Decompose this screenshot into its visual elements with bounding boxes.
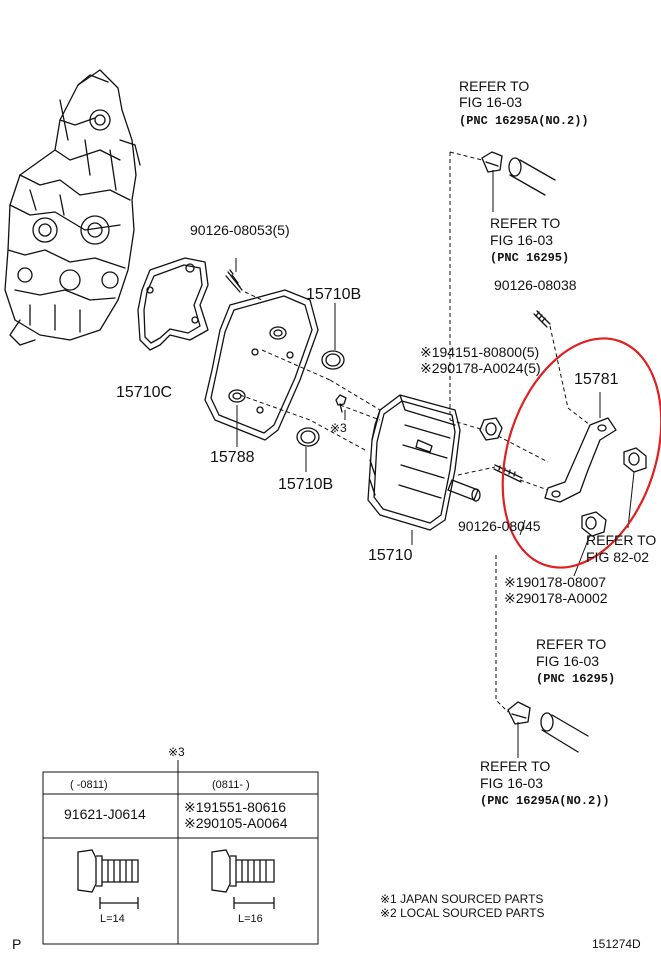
ref-top-line3: (PNC 16295A(NO.2)) [459, 114, 589, 128]
label-mark-3: ※3 [330, 421, 347, 435]
note-local-sourced: ※2 LOCAL SOURCED PARTS [380, 906, 545, 920]
label-nut-90178-a0002: ※290178-A0002 [504, 590, 608, 606]
label-gasket-15710b-top: 15710B [306, 286, 362, 303]
label-gasket-15710b-bottom: 15710B [278, 476, 334, 493]
nut-bracket-upper [623, 447, 647, 473]
highlight-circle [501, 337, 661, 569]
ref-mid-line2: FIG 16-03 [490, 232, 554, 248]
ref-low-line2: FIG 16-03 [536, 653, 600, 669]
table-col1-part: 91621-J0614 [64, 806, 146, 822]
bolt-drawing-l16 [211, 849, 275, 909]
ref-fig82-line1: REFER TO [586, 532, 657, 548]
note-japan-sourced: ※1 JAPAN SOURCED PARTS [380, 892, 544, 906]
label-gasket-15710c: 15710C [116, 384, 173, 401]
gasket-15710c [137, 257, 209, 351]
label-stud-90126-08045: 90126-08045 [458, 518, 541, 534]
table-col2-header: (0811- ) [212, 779, 250, 791]
stud-90126-08045 [493, 464, 523, 483]
engine-block [4, 69, 141, 346]
oil-cooler-15710 [367, 394, 481, 531]
table-col2-part-b: ※290105-A0064 [184, 815, 288, 831]
ref-top-line1: REFER TO [459, 78, 530, 94]
bolt-mark-3 [335, 394, 347, 413]
ref-fig82-line2: FIG 82-02 [586, 549, 650, 565]
bolt-variant-table [42, 760, 319, 945]
table-col2-part-a: ※191551-80616 [184, 799, 287, 815]
ref-mid-line1: REFER TO [490, 215, 561, 231]
ref-mid-line3: (PNC 16295) [490, 251, 570, 265]
o-ring-bottom [296, 427, 320, 447]
table-col1-header: ( -0811) [70, 779, 108, 791]
label-bolt-90126-08053: 90126-08053(5) [190, 222, 290, 238]
ref-bot-line2: FIG 16-03 [480, 775, 544, 791]
table-col2-length: L=16 [238, 913, 263, 925]
ref-top-line2: FIG 16-03 [459, 94, 523, 110]
ref-bot-line1: REFER TO [480, 758, 551, 774]
label-nut-90178-a0024: ※290178-A0024(5) [420, 360, 541, 376]
bolt-drawing-l14 [77, 849, 139, 909]
bracket-15781 [544, 417, 617, 503]
nut-90178-08007 [581, 511, 607, 537]
ref-bot-line3: (PNC 16295A(NO.2)) [480, 794, 610, 808]
bolt-90126-08053 [225, 269, 243, 293]
label-nut-90178-08007: ※190178-08007 [504, 574, 607, 590]
o-ring-top [321, 350, 345, 370]
ref-low-line3: (PNC 16295) [536, 672, 616, 686]
stud-90126-08038 [533, 310, 551, 328]
table-col1-length: L=14 [100, 913, 125, 925]
footer-figure-code: 151274D [592, 937, 641, 951]
ref-low-line1: REFER TO [536, 636, 607, 652]
hose-top [508, 157, 556, 196]
label-nut-94151: ※194151-80800(5) [420, 344, 540, 360]
hose-clamp-bottom [507, 701, 531, 725]
plate-15788 [204, 289, 319, 441]
hose-bottom [540, 712, 589, 753]
label-bracket-15781: 15781 [574, 371, 619, 388]
label-stud-90126-08038: 90126-08038 [494, 277, 577, 293]
hose-clamp-top [481, 151, 503, 173]
table-mark-3: ※3 [168, 745, 185, 759]
label-oil-cooler-15710: 15710 [368, 547, 413, 564]
footer-left-mark: P [12, 936, 22, 952]
nut-94151 [479, 417, 503, 441]
label-plate-15788: 15788 [210, 449, 255, 466]
